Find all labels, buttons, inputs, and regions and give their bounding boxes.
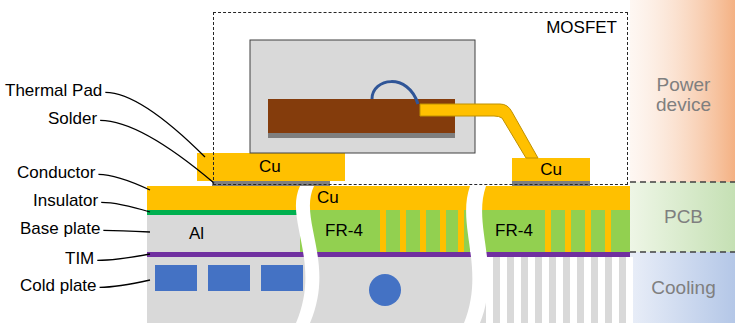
break-mark — [296, 186, 319, 323]
via — [380, 210, 386, 252]
die-attach — [268, 133, 455, 138]
via — [585, 210, 591, 252]
layer-label: FR-4 — [495, 222, 533, 240]
via — [458, 210, 464, 252]
part-label: Conductor — [17, 164, 95, 183]
part-label: Base plate — [20, 220, 100, 239]
fr4-board: FR-4 — [486, 210, 542, 252]
fin — [542, 257, 549, 323]
band-divider — [630, 181, 735, 183]
bond-wire — [372, 82, 418, 104]
solder-layer — [512, 181, 590, 186]
via — [400, 210, 406, 252]
mosfet-package — [250, 40, 475, 153]
fin — [514, 257, 521, 323]
al-base-plate: Al — [147, 215, 297, 252]
fin — [570, 257, 577, 323]
part-label: Solder — [48, 110, 97, 129]
part-label: Thermal Pad — [5, 82, 102, 101]
band: PCB — [632, 184, 735, 250]
insulator-layer — [147, 210, 305, 215]
fr4-board: FR-4 — [314, 210, 374, 252]
via — [440, 210, 446, 252]
leader-line — [100, 280, 150, 287]
fin — [528, 257, 535, 323]
leader-line — [103, 230, 150, 232]
lead-pad — [512, 158, 590, 181]
via — [565, 210, 571, 252]
coolant-channel — [208, 265, 250, 291]
band-label: Cooling — [651, 278, 715, 298]
fr4-left — [300, 210, 470, 252]
power-band-fill — [630, 0, 735, 182]
fin — [556, 257, 563, 323]
al-base — [147, 215, 305, 252]
via — [605, 210, 611, 252]
leader-line — [100, 120, 214, 183]
coolant-channel — [155, 265, 197, 291]
band-label: PCB — [664, 207, 703, 227]
part-label: Cold plate — [20, 277, 97, 296]
pcb-band-fill — [630, 182, 735, 252]
via — [545, 210, 551, 252]
layer-label: Al — [189, 225, 204, 243]
layer-label: MOSFET — [546, 19, 617, 37]
leader-line — [97, 254, 150, 260]
thermal-vias — [380, 210, 611, 252]
cooling-fins — [486, 257, 633, 323]
band-label: Power device — [636, 75, 731, 115]
coolant-pipe — [369, 274, 401, 306]
band-divider — [630, 251, 735, 253]
leader-line — [105, 92, 205, 157]
layer-label: Cu — [259, 158, 281, 176]
fin — [612, 257, 619, 323]
conductor-right — [480, 186, 630, 210]
band: Cooling — [632, 254, 735, 321]
leader-line — [101, 202, 150, 212]
cold-plate — [147, 257, 630, 323]
fin — [584, 257, 591, 323]
via — [420, 210, 426, 252]
layer-label: Cu — [540, 161, 562, 179]
band: Power device — [632, 60, 735, 130]
tim-layer — [147, 252, 630, 257]
solder-layer — [212, 181, 330, 186]
part-label: Insulator — [33, 192, 98, 211]
leader-line — [98, 174, 150, 190]
fr4-right — [480, 210, 630, 252]
mosfet-lead — [420, 104, 538, 158]
cu-conductor: Cu — [147, 186, 470, 210]
layer-label: Cu — [317, 189, 339, 207]
thermal-pad — [197, 153, 345, 181]
break-mark — [464, 186, 488, 323]
part-label: TIM — [65, 250, 94, 269]
layer-label: FR-4 — [325, 222, 363, 240]
fin — [500, 257, 507, 323]
fin — [626, 257, 633, 323]
cooling-band-fill — [630, 252, 735, 323]
fin — [598, 257, 605, 323]
coolant-channel — [261, 265, 303, 291]
cu-thermal-pad: Cu — [197, 153, 345, 181]
cu-lead-pad: Cu — [512, 158, 590, 181]
